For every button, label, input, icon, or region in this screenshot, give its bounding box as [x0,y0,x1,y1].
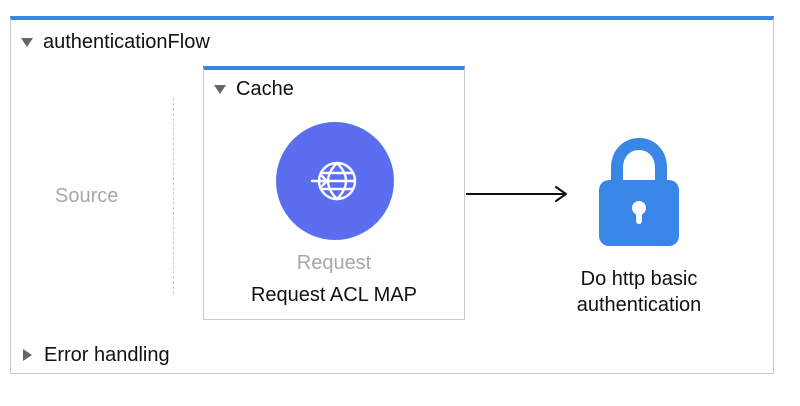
request-name-label: Request ACL MAP [250,284,417,306]
cache-header[interactable]: Cache [214,76,294,102]
collapse-triangle-icon[interactable] [214,84,226,94]
request-type-label: Request [296,252,372,274]
authentication-label: Do http basic authentication [551,266,727,318]
collapse-triangle-icon[interactable] [21,37,33,47]
globe-request-icon[interactable] [276,122,394,240]
flow-arrow [466,186,567,202]
authentication-label-line1: Do http basic [580,268,698,290]
source-label: Source [55,185,119,207]
expand-triangle-icon[interactable] [23,349,32,361]
cache-scope[interactable]: Cache Request Request ACL MAP [203,66,465,320]
lock-icon[interactable] [593,137,685,254]
error-handling-title: Error handling [44,343,170,366]
cache-title: Cache [236,78,294,100]
error-handling-header[interactable]: Error handling [23,342,170,368]
flow-header[interactable]: authenticationFlow [21,28,210,56]
source-divider [173,98,174,294]
authentication-label-line2: authentication [576,294,702,316]
flow-title: authenticationFlow [43,31,210,53]
authentication-flow-container: authenticationFlow Source Cache [10,16,774,374]
